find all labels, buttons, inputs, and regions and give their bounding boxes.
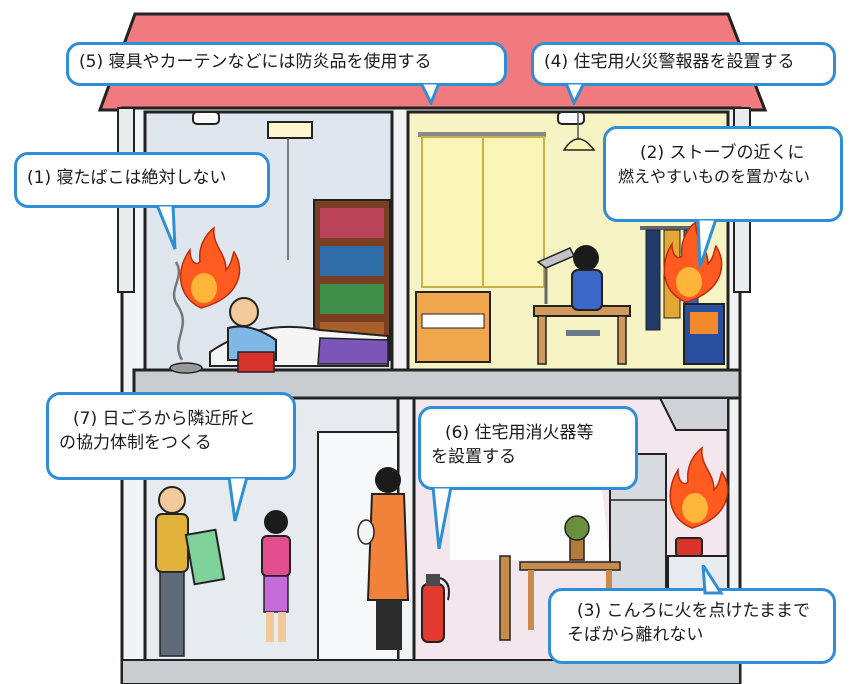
flame-icon	[179, 226, 241, 309]
neighbor-man	[155, 486, 189, 657]
dining-table	[519, 561, 621, 571]
tip-7-line-2: の協力体制をつくる	[59, 433, 212, 453]
ceiling-light	[267, 121, 313, 139]
tip-4-line-1: (4) 住宅用火災警報器を設置する	[544, 52, 795, 72]
bubble-tail	[419, 83, 441, 105]
potted-plant	[564, 515, 590, 561]
tip-5-line-1: (5) 寝具やカーテンなどには防炎品を使用する	[79, 52, 432, 72]
tip-2-line-1: (2) ストーブの近くに	[640, 143, 805, 163]
tip-7-line-1: (7) 日ごろから隣近所と	[73, 409, 256, 429]
tip-6-bubble: (6) 住宅用消火器等 を設置する	[418, 406, 638, 550]
hanging-lamp	[562, 138, 596, 151]
cigarette-smoke	[172, 261, 185, 361]
tip-1-line-1: (1) 寝たばこは絶対しない	[27, 168, 227, 188]
bubble-tail	[696, 219, 718, 268]
ground	[121, 659, 741, 684]
bubble-tail	[431, 487, 453, 550]
cooking-pot	[675, 537, 703, 557]
tip-2-bubble: (2) ストーブの近くに 燃えやすいものを置かない	[603, 126, 843, 268]
smoke-detector-icon	[557, 111, 585, 125]
tip-1-bubble: (1) 寝たばこは絶対しない	[14, 152, 270, 250]
curtain-rod	[418, 132, 546, 137]
neighborhood-circular	[184, 528, 226, 586]
flame-icon	[669, 446, 729, 529]
girl	[261, 510, 291, 642]
studying-child	[566, 245, 603, 336]
smoke-detector-icon	[192, 111, 220, 125]
stove-heater-icon	[683, 303, 725, 365]
tip-4-bubble: (4) 住宅用火災警報器を設置する	[531, 42, 836, 105]
tip-6-line-1: (6) 住宅用消火器等	[445, 423, 594, 443]
flame-icon	[663, 220, 723, 303]
bubble-tail	[564, 83, 586, 105]
bubble-tail	[227, 477, 249, 522]
range-hood	[658, 397, 729, 431]
bubble-tail	[701, 565, 724, 595]
tip-7-bubble: (7) 日ごろから隣近所と の協力体制をつくる	[46, 392, 296, 522]
middle-floor	[132, 368, 742, 400]
tip-5-bubble: (5) 寝具やカーテンなどには防炎品を使用する	[66, 42, 507, 105]
tip-2-line-2: 燃えやすいものを置かない	[618, 167, 811, 186]
ashtray	[169, 362, 203, 374]
tip-3-line-1: (3) こんろに火を点けたままで	[577, 601, 810, 621]
tip-6-line-2: を設置する	[431, 447, 516, 467]
tip-3-bubble: (3) こんろに火を点けたままで そばから離れない	[548, 565, 836, 664]
clothes-rack	[640, 226, 698, 230]
fire-extinguisher-icon	[421, 574, 450, 643]
bubble-tail	[155, 205, 177, 250]
dining-chair	[499, 555, 511, 641]
reading-man	[227, 297, 277, 373]
mother	[357, 467, 410, 650]
tip-3-line-2: そばから離れない	[567, 625, 704, 645]
